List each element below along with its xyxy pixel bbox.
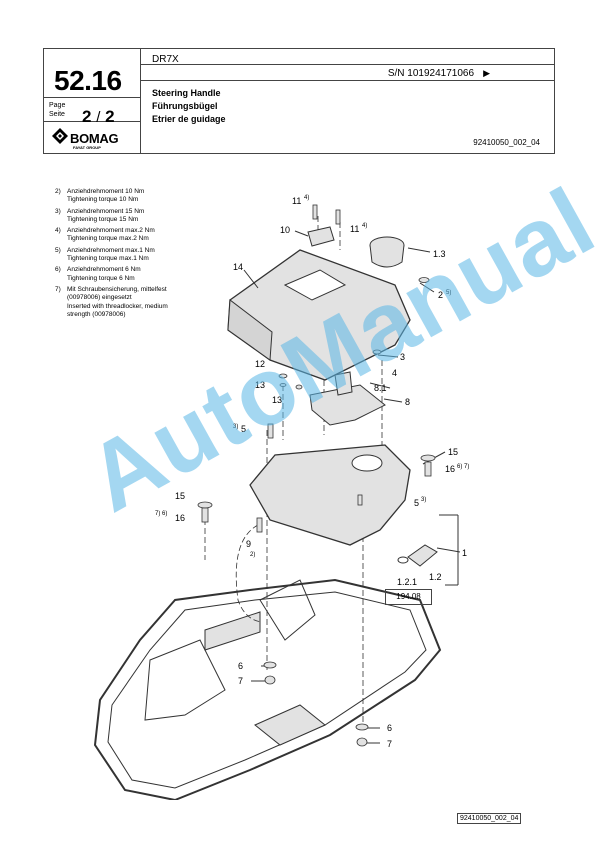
note-line: Tightening torque max.1 Nm — [67, 255, 149, 263]
callout-2: 2 — [438, 290, 443, 300]
header-block: 52.16 Page Seite 2 / 2 BOMAG FAYAT GROUP… — [43, 48, 555, 154]
page-label-de: Seite — [49, 111, 65, 118]
note-number: 4) — [55, 227, 61, 235]
note-line: Tightening torque 15 Nm — [67, 215, 139, 223]
callout-12: 12 — [255, 359, 265, 369]
callout-16-left: 16 — [175, 513, 185, 523]
header-divider — [140, 49, 141, 153]
note-line: Tightening torque max.2 Nm — [67, 235, 149, 243]
callout-13: 13 — [255, 380, 265, 390]
note-line: Inserted with threadlocker, medium — [67, 302, 168, 310]
note-number: 2) — [55, 188, 61, 195]
header-rule — [44, 97, 140, 98]
note-line: Mit Schraubensicherung, mittelfest — [67, 285, 167, 293]
callout-15-left: 15 — [175, 491, 185, 501]
callout-15: 15 — [448, 447, 458, 457]
callout-9: 9 — [246, 539, 251, 549]
note-item: 7) Mit Schraubensicherung, mittelfest (0… — [55, 286, 168, 319]
header-rule — [140, 64, 554, 65]
note-line: Anziehdrehmoment 6 Nm — [67, 266, 141, 274]
callout-7-right: 7 — [387, 739, 392, 749]
callout-4: 4 — [392, 368, 397, 378]
callout-10: 10 — [280, 225, 290, 235]
page-current: 2 — [82, 107, 92, 126]
callout-16-left-note: 7) 6) — [155, 511, 167, 517]
serial-number: S/N 101924171066 — [387, 68, 474, 79]
callout-5: 5 — [241, 424, 246, 434]
note-line: Anziehdrehmoment max.1 Nm — [67, 246, 155, 254]
footer-code: 92410050_002_04 — [457, 813, 522, 824]
note-number: 3) — [55, 207, 61, 215]
steering-handle-frame — [93, 578, 442, 800]
callout-11-note: 4) — [362, 223, 367, 229]
title-fr: Etrier de guidage — [152, 114, 226, 124]
callout-11-top: 11 — [292, 196, 301, 206]
callout-1: 1 — [462, 548, 467, 558]
note-line: Anziehdrehmoment 15 Nm — [67, 207, 145, 215]
note-line: (00978006) eingesetzt — [67, 294, 132, 302]
note-number: 7) — [55, 285, 61, 293]
note-number: 5) — [55, 246, 61, 254]
callout-6-left: 6 — [238, 661, 243, 671]
page-count: 2 / 2 — [82, 107, 115, 127]
callout-1-3: 1.3 — [433, 249, 446, 259]
callout-8-1: 8.1 — [374, 383, 387, 393]
note-line: strength (00978006) — [67, 310, 126, 318]
note-number: 6) — [55, 266, 61, 274]
callout-5-right: 5 — [414, 498, 419, 508]
callout-16-note: 6) 7) — [457, 464, 469, 470]
callout-2-note: 5) — [446, 290, 451, 296]
page-label-en: Page — [49, 102, 66, 109]
callout-16: 16 — [445, 464, 455, 474]
brand-sub: FAYAT GROUP — [73, 145, 101, 150]
callout-14: 14 — [233, 262, 243, 272]
header-rule — [44, 121, 140, 122]
callout-1-2-1: 1.2.1 — [397, 577, 417, 587]
serial-arrow-icon: ▶ — [483, 68, 490, 78]
page-total: 2 — [105, 107, 115, 126]
reference-box: 194.08 — [385, 589, 432, 605]
note-line: Tightening torque 10 Nm — [67, 196, 139, 204]
page-separator: / — [96, 109, 101, 126]
callout-5-right-note: 3) — [421, 497, 426, 503]
brand-name: BOMAG — [70, 131, 119, 146]
callout-11-top-note: 4) — [304, 195, 309, 201]
lower-housing — [249, 444, 411, 546]
callout-11: 11 — [350, 224, 359, 234]
model-name: DR7X — [152, 54, 179, 65]
bomag-logo-icon — [52, 128, 68, 144]
header-rule — [140, 80, 554, 81]
callout-7-left: 7 — [238, 676, 243, 686]
note-line: Anziehdrehmoment 10 Nm — [67, 188, 145, 195]
title-en: Steering Handle — [152, 88, 221, 98]
doc-number: 92410050_002_04 — [473, 138, 540, 147]
callout-8: 8 — [405, 397, 410, 407]
note-line: Tightening torque 6 Nm — [67, 274, 135, 282]
callout-3: 3 — [400, 352, 405, 362]
note-line: Anziehdrehmoment max.2 Nm — [67, 227, 155, 235]
callout-6-right: 6 — [387, 723, 392, 733]
page-number: 52.16 — [54, 65, 122, 96]
callout-5-note: 3) — [233, 424, 238, 430]
callout-1-2: 1.2 — [429, 572, 442, 582]
exploded-parts-drawing: 11 4) 11 4) 10 1.3 14 2 5) 12 3 13 4 13 … — [93, 195, 469, 800]
callout-9-note: 2) — [250, 552, 255, 558]
title-de: Führungsbügel — [152, 101, 218, 111]
callout-13-lower: 13 — [272, 395, 282, 405]
